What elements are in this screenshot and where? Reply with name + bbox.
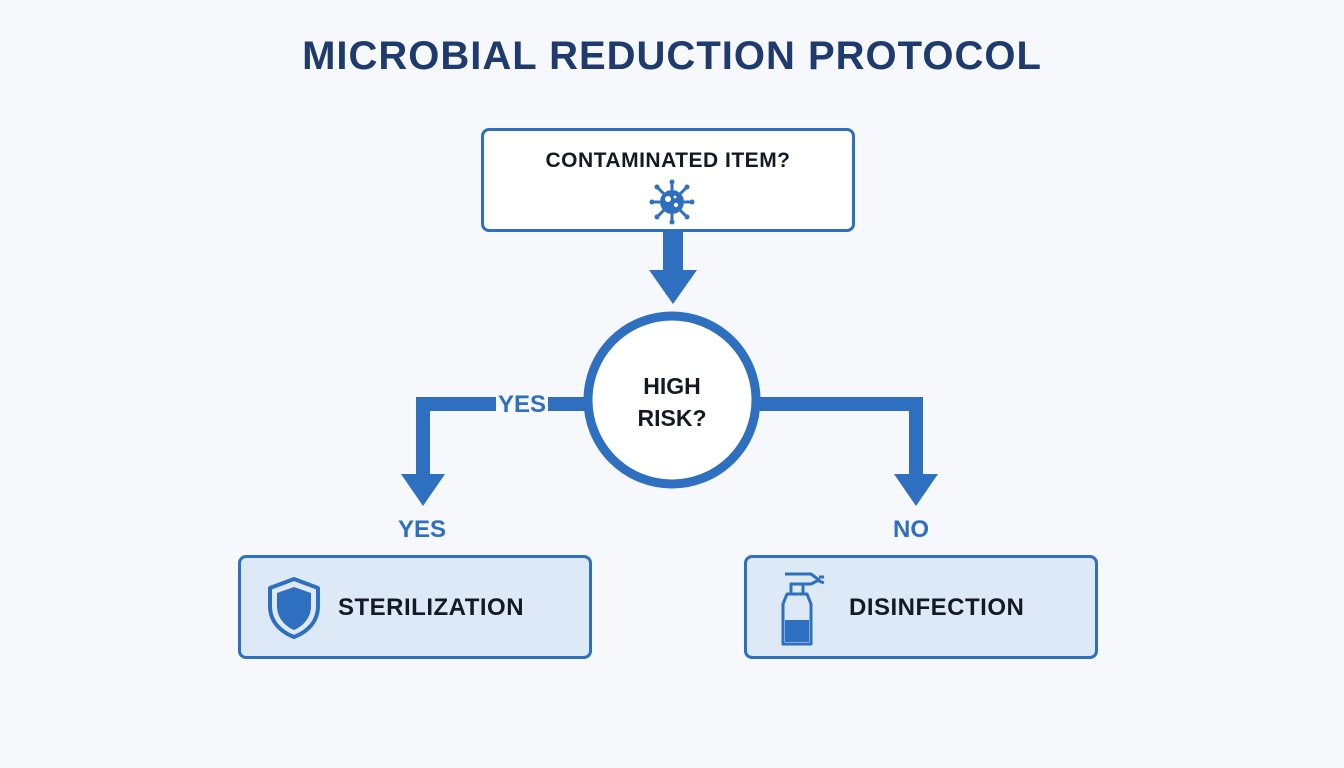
start-node: CONTAMINATED ITEM? — [481, 128, 855, 232]
spray-bottle-icon — [781, 572, 825, 646]
shield-icon — [268, 577, 320, 639]
branch-label-no: NO — [893, 516, 929, 543]
branch-label-yes-upper: YES — [496, 391, 549, 419]
arrow-no-branch — [760, 397, 938, 506]
branch-label-yes: YES — [398, 516, 447, 543]
microbe-icon — [649, 179, 695, 225]
decision-node-label: HIGH RISK? — [600, 370, 744, 434]
decision-line-1: HIGH — [643, 373, 701, 399]
outcome-disinfection: DISINFECTION — [744, 555, 1098, 659]
page-title: MICROBIAL REDUCTION PROTOCOL — [302, 34, 1042, 78]
start-node-label: CONTAMINATED ITEM? — [545, 149, 791, 172]
arrow-start-to-decision — [649, 232, 697, 304]
outcome-sterilization: STERILIZATION — [238, 555, 592, 659]
outcome-sterilization-label: STERILIZATION — [338, 594, 525, 621]
arrow-yes-branch — [401, 397, 588, 506]
outcome-disinfection-label: DISINFECTION — [849, 594, 1025, 621]
decision-line-2: RISK? — [637, 405, 707, 431]
